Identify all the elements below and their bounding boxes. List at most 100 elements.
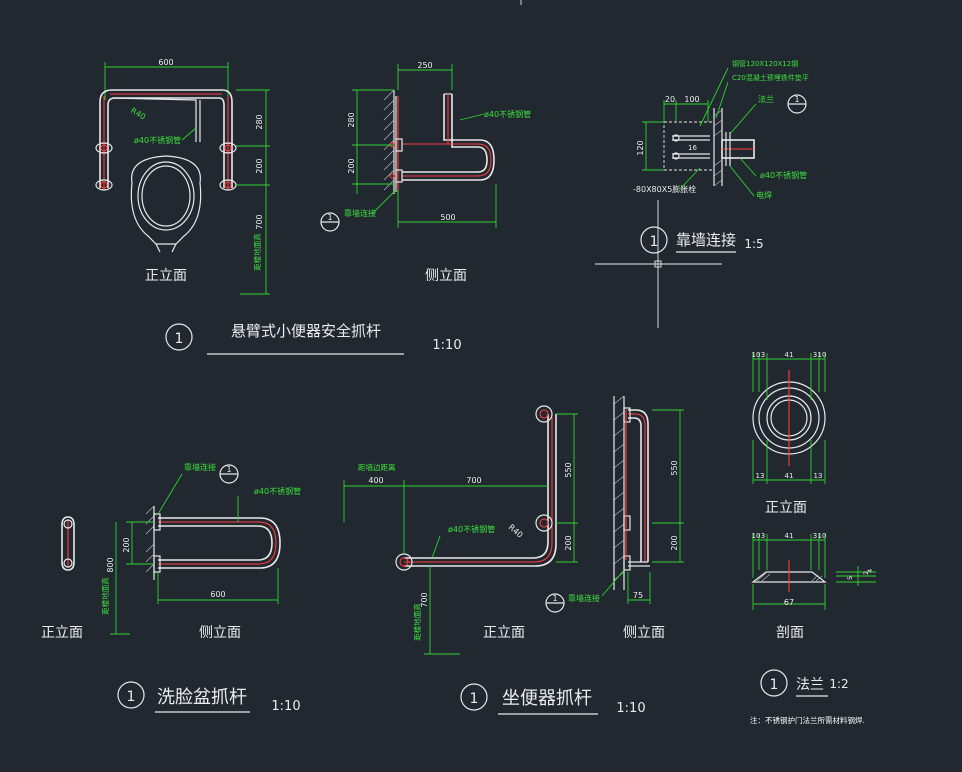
- urinal-pipe-note: ø40不锈钢管: [134, 135, 181, 145]
- detail-note-plate: 钢管120X120X12钢: [732, 59, 798, 68]
- flange-dim-sec: 3: [813, 532, 817, 540]
- flange-dim-top: 3: [761, 351, 765, 359]
- urinal-side-dim-h1: 280: [347, 112, 356, 127]
- flange-dim-top: 10: [752, 351, 761, 359]
- detail-dim-20: 20: [665, 95, 675, 104]
- flange-front-label: 正立面: [765, 500, 807, 516]
- basin-pipe-note: ø40不锈钢管: [254, 486, 301, 496]
- urinal-side-pipe-note: ø40不锈钢管: [484, 109, 531, 119]
- toilet-side-elevation: 550 200 75 1 靠墙连接 侧立面: [545, 395, 684, 641]
- toilet-front-elevation: 400 700 距墙边距离 550 200 700 距楼地面高 ø40不锈钢管 …: [343, 405, 578, 655]
- urinal-dim-h3: 700: [255, 214, 264, 229]
- detail-dim-16: 16: [688, 144, 697, 152]
- svg-text:1: 1: [327, 213, 332, 222]
- flange-dim-top: 10: [818, 351, 827, 359]
- toilet-dim-b: 700: [466, 476, 481, 485]
- flange-dim-sec: 41: [785, 532, 794, 540]
- detail-note-pipe: ø40不锈钢管: [760, 170, 807, 180]
- flange-dim-mid: 13: [756, 472, 765, 480]
- svg-text:1: 1: [794, 95, 799, 104]
- toilet-title: 1 坐便器抓杆 1:10: [460, 683, 646, 716]
- flange-index: 1: [770, 677, 779, 693]
- detail-note-weld: 电焊: [756, 190, 772, 200]
- basin-front-label: 正立面: [41, 625, 83, 641]
- urinal-side-elevation: 250 280 200 500 ø40不锈钢管 1 靠墙连接 侧立面: [320, 61, 531, 284]
- basin-wall-conn: 靠墙连接: [184, 462, 216, 472]
- basin-side-label: 侧立面: [199, 625, 241, 641]
- toilet-side-dim-w: 75: [633, 591, 643, 600]
- urinal-dim-h1: 280: [255, 114, 264, 129]
- toilet-index: 1: [470, 691, 479, 707]
- urinal-dim-width: 600: [158, 58, 173, 67]
- flange-dim-sec: 10: [752, 532, 761, 540]
- urinal-side-label: 侧立面: [425, 268, 467, 284]
- toilet-side-dim-h1: 550: [670, 460, 679, 475]
- svg-text:1: 1: [552, 594, 557, 603]
- toilet-dim-floor: 700: [420, 592, 429, 607]
- basin-title: 1 洗脸盆抓杆 1:10: [117, 681, 301, 714]
- urinal-index: 1: [175, 331, 184, 347]
- urinal-dim-h2: 200: [255, 158, 264, 173]
- basin-dim-len: 600: [210, 590, 225, 599]
- detail-scale: 1:5: [744, 237, 763, 251]
- urinal-radius: R40: [129, 106, 147, 122]
- basin-title-text: 洗脸盆抓杆: [157, 687, 247, 708]
- flange-dim-sec: 3: [761, 532, 765, 540]
- flange-dim-mid: 13: [814, 472, 823, 480]
- basin-dim-floor: 800: [106, 557, 115, 572]
- urinal-side-dim-top: 250: [417, 61, 432, 70]
- detail-dim-120: 120: [636, 140, 645, 155]
- urinal-side-dim-bottom: 500: [440, 213, 455, 222]
- basin-index: 1: [127, 689, 136, 705]
- toilet-wall-dist-note: 距墙边距离: [358, 462, 396, 472]
- toilet-wall-conn: 靠墙连接: [568, 593, 600, 603]
- toilet-dim-h2: 200: [564, 535, 573, 550]
- flange-sec-bottom: 67: [784, 598, 794, 607]
- detail-index: 1: [650, 234, 659, 250]
- flange-dim-sec: 10: [818, 532, 827, 540]
- flange-title: 1 法兰 1:2 注：不锈钢护门法兰所需材料钢焊.: [750, 669, 865, 725]
- toilet-floor-note: 距楼地面高: [412, 603, 422, 641]
- flange-dim-side: 2: [862, 571, 870, 575]
- urinal-side-dim-h2: 200: [347, 158, 356, 173]
- toilet-side-dim-h2: 200: [670, 535, 679, 550]
- urinal-wall-conn: 靠墙连接: [344, 208, 376, 218]
- toilet-radius: R40: [507, 523, 525, 540]
- flange-note: 注：不锈钢护门法兰所需材料钢焊.: [750, 715, 865, 725]
- toilet-title-text: 坐便器抓杆: [502, 688, 592, 709]
- toilet-front-label: 正立面: [483, 625, 525, 641]
- toilet-pipe-note: ø40不锈钢管: [448, 524, 495, 534]
- crosshair-cursor: [595, 200, 722, 328]
- urinal-title: 1 悬臂式小便器安全抓杆 1:10: [165, 322, 462, 355]
- flange-dim-side: 5: [846, 576, 854, 580]
- flange-dim-top: 41: [785, 351, 794, 359]
- flange-dim-mid: 41: [785, 472, 794, 480]
- toilet-side-label: 侧立面: [623, 625, 665, 641]
- detail-title: 靠墙连接: [676, 231, 736, 249]
- basin-dim-h: 200: [122, 537, 131, 552]
- urinal-floor-note: 距楼地面高: [252, 233, 262, 271]
- flange-front-elevation: 正立面: [752, 353, 826, 516]
- detail-dim-100: 100: [684, 95, 699, 104]
- svg-text:1: 1: [226, 465, 231, 474]
- flange-dim-side: 4: [866, 569, 874, 573]
- toilet-dim-h1: 550: [564, 462, 573, 477]
- basin-scale: 1:10: [271, 699, 300, 714]
- urinal-front-label: 正立面: [145, 268, 187, 284]
- urinal-scale: 1:10: [432, 338, 461, 353]
- toilet-dim-a: 400: [368, 476, 383, 485]
- detail-note-flange: 法兰: [758, 94, 774, 104]
- flange-scale: 1:2: [829, 677, 848, 691]
- toilet-scale: 1:10: [616, 701, 645, 716]
- urinal-front-elevation: 600 R40 ø40不锈钢管 280 200 7: [95, 58, 270, 295]
- flange-dim-top: 3: [813, 351, 817, 359]
- basin-side-elevation: 200 800 距楼地面高 600 靠墙连接 1 ø40不锈钢管 侧立面: [100, 462, 301, 641]
- wall-connection-detail: 20 100 120 16 钢管120X120X12钢 C20混凝土预埋铁件垫平…: [633, 59, 809, 254]
- detail-note-angle: -80X80X5膨胀栓: [633, 184, 696, 194]
- urinal-title-text: 悬臂式小便器安全抓杆: [231, 322, 381, 340]
- flange-title-text: 法兰: [796, 677, 824, 693]
- detail-note-c20: C20混凝土预埋铁件垫平: [732, 73, 809, 82]
